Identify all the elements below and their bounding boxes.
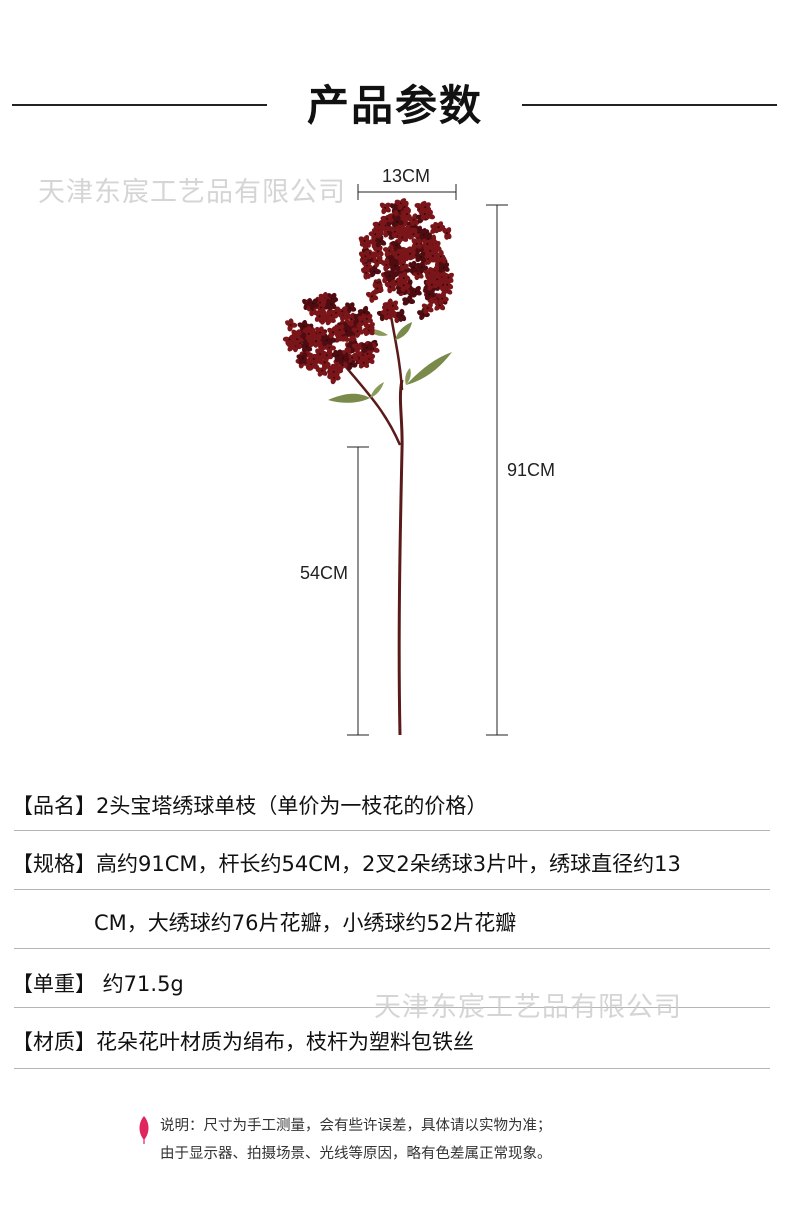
title-divider-right — [522, 104, 777, 106]
height-label: 91CM — [507, 460, 556, 480]
divider — [14, 830, 770, 831]
divider — [14, 1068, 770, 1069]
leaf-icon — [139, 1116, 149, 1144]
spec-value: CM，大绣球约76片花瓣，小绣球约52片花瓣 — [94, 911, 517, 935]
page-title: 产品参数 — [306, 81, 483, 130]
spec-row-size-cont: CM，大绣球约76片花瓣，小绣球约52片花瓣 — [94, 907, 774, 937]
dimension-lines — [347, 184, 508, 736]
spec-row-name: 【品名】2头宝塔绣球单枝（单价为一枝花的价格） — [12, 790, 770, 820]
spec-row-size: 【规格】高约91CM，杆长约54CM，2叉2朵绣球3片叶，绣球直径约13 — [12, 848, 770, 878]
note-line-2: 由于显示器、拍摄场景、光线等原因，略有色差属正常现象。 — [160, 1146, 552, 1162]
spec-value: 约71.5g — [96, 972, 184, 996]
spec-key: 【规格】 — [12, 852, 96, 876]
spec-row-material: 【材质】花朵花叶材质为绢布，枝杆为塑料包铁丝 — [12, 1026, 770, 1056]
spec-value: 花朵花叶材质为绢布，枝杆为塑料包铁丝 — [96, 1030, 474, 1054]
note-line-1: 说明：尺寸为手工测量，会有些许误差，具体请以实物为准； — [160, 1118, 552, 1134]
spec-key: 【材质】 — [12, 1030, 96, 1054]
watermark-bottom: 天津东宸工艺品有限公司 — [374, 992, 682, 1023]
spec-key: 【品名】 — [12, 794, 96, 818]
divider — [14, 889, 770, 890]
hydrangea-image — [282, 198, 454, 736]
width-label: 13CM — [382, 166, 431, 186]
spec-value: 高约91CM，杆长约54CM，2叉2朵绣球3片叶，绣球直径约13 — [96, 852, 681, 876]
spec-value: 2头宝塔绣球单枝（单价为一枝花的价格） — [96, 794, 488, 818]
divider — [14, 948, 770, 949]
title-divider-left — [12, 104, 267, 106]
watermark-top: 天津东宸工艺品有限公司 — [38, 177, 346, 208]
divider — [14, 1007, 770, 1008]
stem-label: 54CM — [300, 563, 349, 583]
spec-key: 【单重】 — [12, 972, 96, 996]
spec-row-weight: 【单重】 约71.5g — [12, 968, 770, 998]
